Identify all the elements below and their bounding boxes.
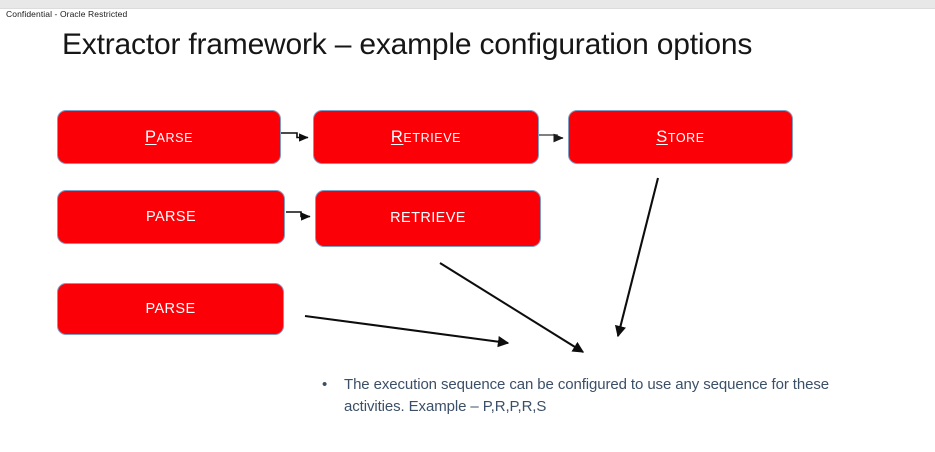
box-parse-row1[interactable]: PARSE — [57, 110, 281, 164]
bullet-marker-icon: • — [322, 376, 328, 393]
window-top-strip — [0, 0, 935, 9]
box-label-retrieve-row1: RETRIEVE — [391, 129, 461, 146]
box-label-retrieve-row2: RETRIEVE — [390, 210, 466, 227]
box-parse-row2[interactable]: PARSE — [57, 190, 285, 244]
bullet-text: The execution sequence can be configured… — [344, 376, 830, 415]
box-label-store-row1: STORE — [656, 129, 705, 146]
box-label-initial: P — [144, 127, 157, 146]
arrow-parse-to-retrieve-row2 — [286, 211, 311, 221]
box-parse-row3[interactable]: PARSE — [57, 283, 284, 335]
box-store-row1[interactable]: STORE — [568, 110, 793, 164]
arrow-parse-to-retrieve-row1 — [281, 132, 309, 142]
arrow-diagonal-parse-row3-to-sequence — [304, 314, 510, 348]
box-label-parse-row2: PARSE — [145, 208, 197, 225]
box-label-initial: S — [656, 127, 668, 146]
bullet-list: • The execution sequence can be configur… — [318, 374, 863, 418]
confidential-notice: Confidential - Oracle Restricted — [6, 9, 128, 19]
box-label-parse-row1: PARSE — [145, 129, 193, 146]
box-label-parse-row3: PARSE — [145, 300, 196, 317]
box-retrieve-row2[interactable]: RETRIEVE — [315, 190, 541, 247]
arrow-store-to-sequence — [614, 177, 660, 338]
box-label-initial: R — [390, 127, 404, 146]
arrow-retrieve-to-store-row1 — [539, 133, 564, 143]
box-label-rest: ETRIEVE — [403, 130, 462, 145]
page-title: Extractor framework – example configurat… — [62, 28, 753, 61]
box-label-rest: TORE — [667, 130, 705, 145]
box-label-rest: ARSE — [156, 130, 194, 145]
box-retrieve-row1[interactable]: RETRIEVE — [313, 110, 539, 164]
arrow-diagonal-retrieve-row2-to-sequence — [439, 262, 585, 353]
